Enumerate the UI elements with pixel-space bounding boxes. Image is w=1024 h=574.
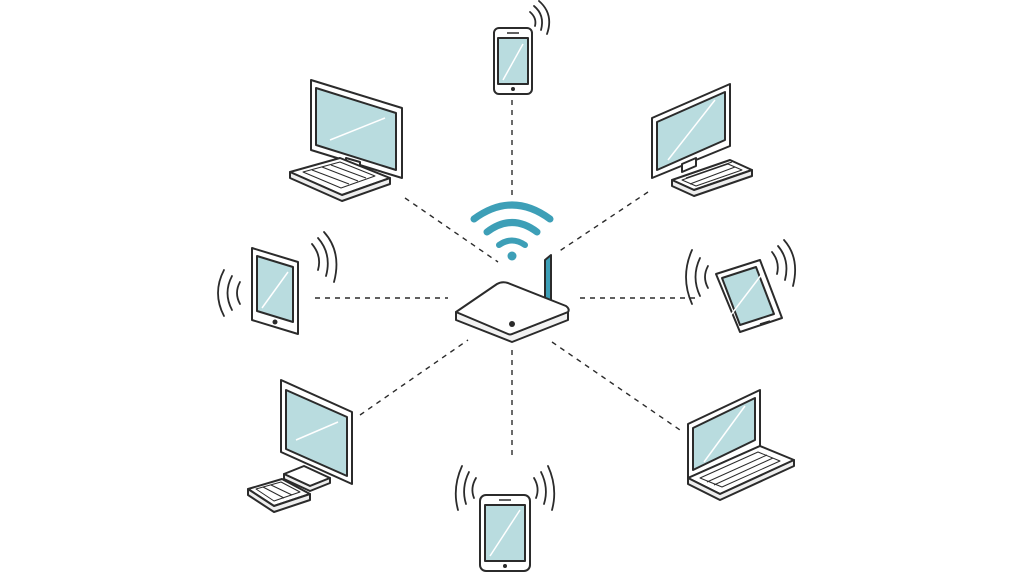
connection-lines xyxy=(315,100,700,460)
laptop-bottom-right xyxy=(687,389,795,501)
tablet-icon xyxy=(251,247,299,335)
laptop-icon xyxy=(687,389,795,501)
smartphone-top xyxy=(493,0,551,95)
tablet-right xyxy=(685,239,796,333)
desktop-computer-icon xyxy=(289,79,403,202)
desktop-bottom-left xyxy=(247,379,353,513)
desktop-computer-icon xyxy=(651,83,753,197)
connection-line-bottom-right xyxy=(551,341,681,431)
desktop-computer-icon xyxy=(247,379,353,513)
router-icon xyxy=(455,254,570,343)
signal-waves-icon xyxy=(217,231,338,317)
desktop-top-left xyxy=(289,79,403,202)
wifi-icon xyxy=(470,201,554,261)
signal-waves-icon xyxy=(454,465,556,511)
tablet-icon xyxy=(715,259,783,333)
desktop-top-right xyxy=(651,83,753,197)
smartphone-icon xyxy=(493,27,533,95)
connection-line-top-right xyxy=(557,191,649,253)
signal-waves-icon xyxy=(529,0,551,35)
smartphone-bottom xyxy=(454,465,556,572)
tablet-left xyxy=(217,231,338,335)
connection-line-bottom-left xyxy=(359,339,469,416)
connection-line-top-left xyxy=(404,197,499,263)
smartphone-icon xyxy=(479,494,531,572)
signal-waves-icon xyxy=(685,239,796,305)
